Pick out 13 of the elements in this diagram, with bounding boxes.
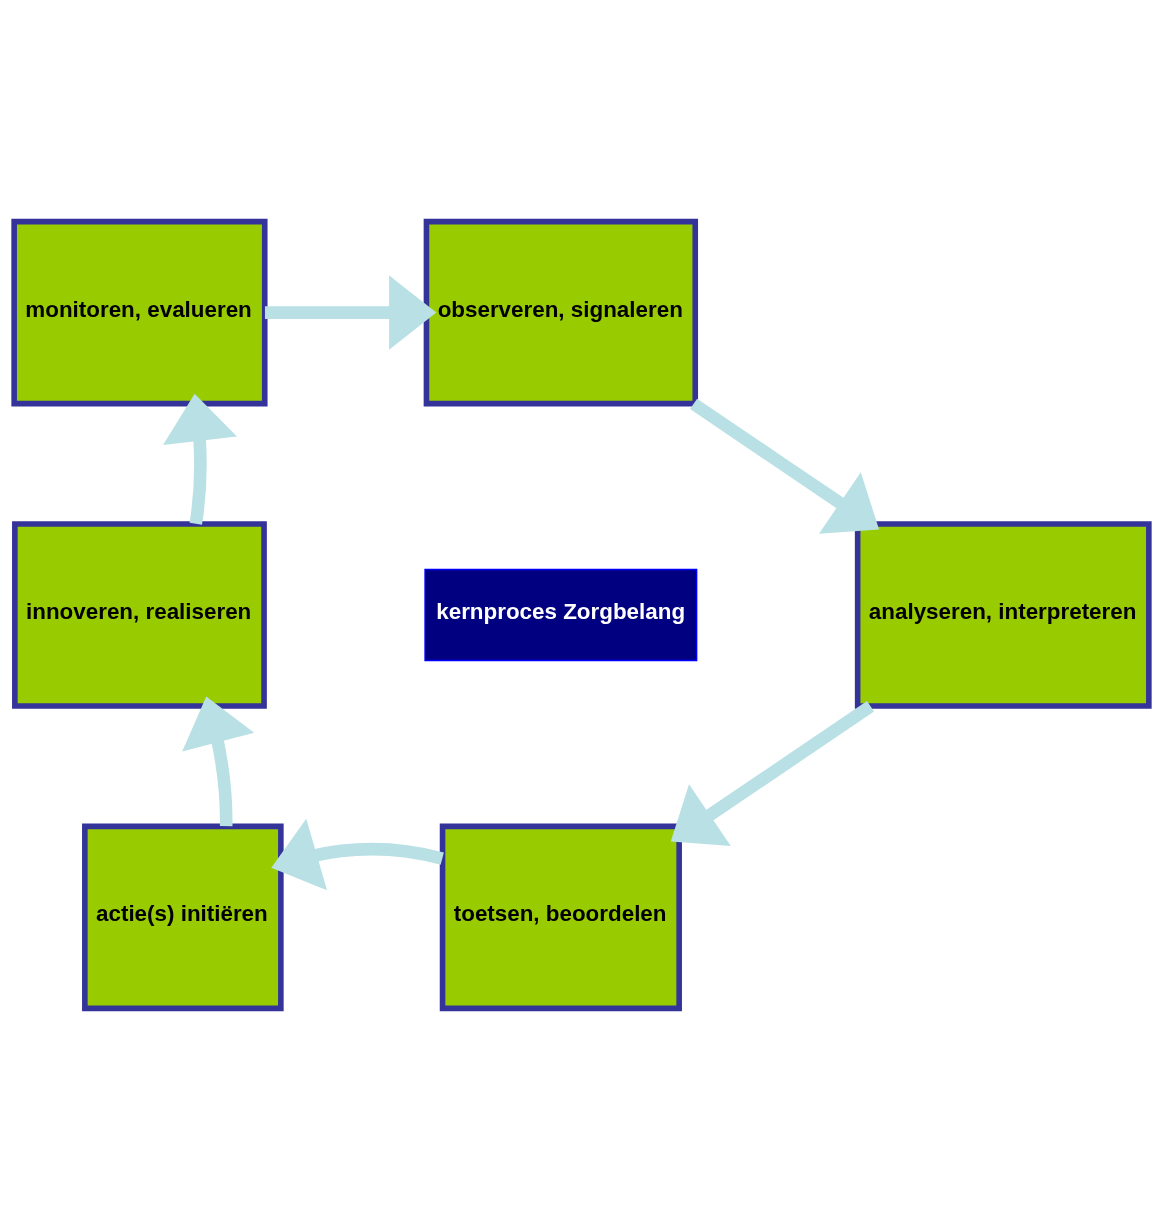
node-box: analyseren, interpreteren — [854, 520, 1152, 709]
arrow — [182, 695, 255, 826]
node-box: observeren, signaleren — [423, 218, 699, 406]
arrow — [670, 700, 875, 846]
node-box: toetsen, beoordelen — [439, 823, 682, 1011]
node-box: kernproces Zorgbelang — [424, 568, 698, 661]
arrow — [163, 393, 237, 525]
arrow — [264, 274, 437, 350]
node-box: actie(s) initiëren — [82, 823, 284, 1011]
arrow — [271, 818, 444, 890]
node-box: innoveren, realiseren — [12, 520, 267, 709]
node-box: monitoren, evalueren — [11, 218, 268, 406]
arrow — [690, 398, 880, 534]
